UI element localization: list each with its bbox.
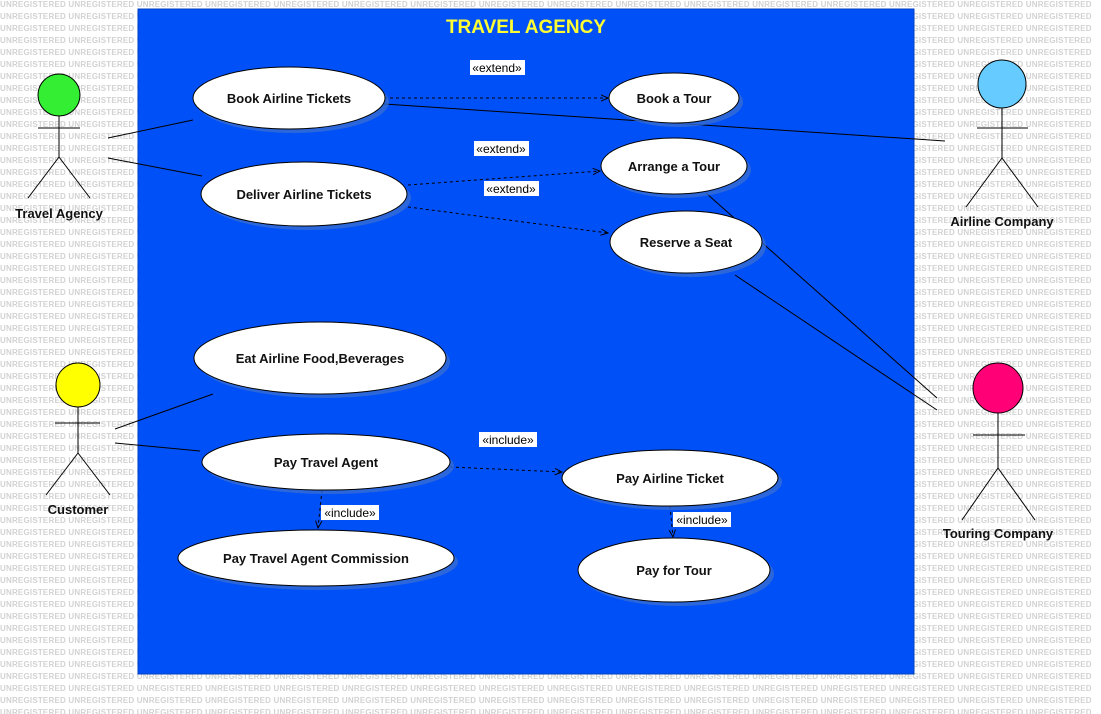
use-case-label: Reserve a Seat xyxy=(640,235,733,250)
actor-customer[interactable]: Customer xyxy=(45,362,111,517)
extend-arrow-arrange-tour xyxy=(407,171,600,186)
dependencies xyxy=(318,98,673,537)
use-case-label: Pay for Tour xyxy=(636,563,712,578)
use-case-label: Pay Travel Agent xyxy=(274,455,379,470)
actor-label: Touring Company xyxy=(943,526,1054,541)
actor-label: Airline Company xyxy=(950,214,1054,229)
use-case-pay-travel-agent[interactable]: Pay Travel Agent xyxy=(201,433,454,494)
stereotype-include-pay-tour: «include» xyxy=(676,513,728,527)
extend-arrow-reserve-seat xyxy=(407,206,608,233)
watermark-row: UNREGISTERED UNREGISTERED UNREGISTERED U… xyxy=(0,684,1092,693)
assoc-customer-pay-agent xyxy=(114,442,201,452)
use-case-pay-for-tour[interactable]: Pay for Tour xyxy=(577,537,774,606)
use-case-book-airline-tickets[interactable]: Book Airline Tickets xyxy=(192,66,389,133)
use-case-reserve-a-seat[interactable]: Reserve a Seat xyxy=(609,210,766,277)
use-case-deliver-airline-tickets[interactable]: Deliver Airline Tickets xyxy=(200,161,411,230)
stereotype-include-commission: «include» xyxy=(324,506,376,520)
use-case-label: Book a Tour xyxy=(637,91,712,106)
actor-head xyxy=(977,59,1027,109)
stereotype-extend-reserve-seat: «extend» xyxy=(486,182,536,196)
use-case-label: Pay Travel Agent Commission xyxy=(223,551,409,566)
actor-travel-agency[interactable]: Travel Agency xyxy=(15,73,104,221)
watermark-row: UNREGISTERED UNREGISTERED UNREGISTERED U… xyxy=(0,696,1092,705)
use-case-pay-travel-agent-commission[interactable]: Pay Travel Agent Commission xyxy=(177,529,458,590)
actor-head xyxy=(55,362,101,408)
use-case-label: Arrange a Tour xyxy=(628,159,720,174)
assoc-travel-agency-book-tickets xyxy=(107,119,194,139)
stereotype-include-pay-airline: «include» xyxy=(482,433,534,447)
actor-airline-company[interactable]: Airline Company xyxy=(950,59,1054,229)
use-case-label: Eat Airline Food,Beverages xyxy=(236,351,405,366)
use-case-arrange-a-tour[interactable]: Arrange a Tour xyxy=(600,137,751,198)
assoc-touring-reserve-seat xyxy=(734,274,938,411)
use-case-label: Book Airline Tickets xyxy=(227,91,351,106)
use-case-pay-airline-ticket[interactable]: Pay Airline Ticket xyxy=(561,449,782,510)
include-arrow-pay-airline xyxy=(449,466,562,472)
use-case-label: Pay Airline Ticket xyxy=(616,471,724,486)
watermark-row: UNREGISTERED UNREGISTERED UNREGISTERED U… xyxy=(0,0,1092,9)
assoc-customer-eat-food xyxy=(114,393,214,430)
watermark-row: UNREGISTERED UNREGISTERED UNREGISTERED U… xyxy=(0,708,1092,714)
stereotype-extend-arrange-tour: «extend» xyxy=(476,142,526,156)
actor-touring-company[interactable]: Touring Company xyxy=(943,362,1054,541)
actor-label: Travel Agency xyxy=(15,206,103,221)
assoc-travel-agency-deliver-tickets xyxy=(107,157,203,177)
stereotype-labels: «extend» «extend» «extend» «include» «in… xyxy=(321,60,731,527)
include-arrow-commission xyxy=(318,489,323,528)
use-case-eat-airline-food[interactable]: Eat Airline Food,Beverages xyxy=(193,321,450,398)
use-case-book-a-tour[interactable]: Book a Tour xyxy=(608,72,743,127)
actor-head xyxy=(972,362,1024,414)
watermark-row: UNREGISTERED UNREGISTERED UNREGISTERED U… xyxy=(0,672,1092,681)
actor-label: Customer xyxy=(48,502,109,517)
actor-head xyxy=(37,73,81,117)
stereotype-extend-book-tour: «extend» xyxy=(472,61,522,75)
system-title: TRAVEL AGENCY xyxy=(446,17,606,38)
use-case-label: Deliver Airline Tickets xyxy=(236,187,371,202)
include-arrow-pay-tour xyxy=(670,505,673,537)
